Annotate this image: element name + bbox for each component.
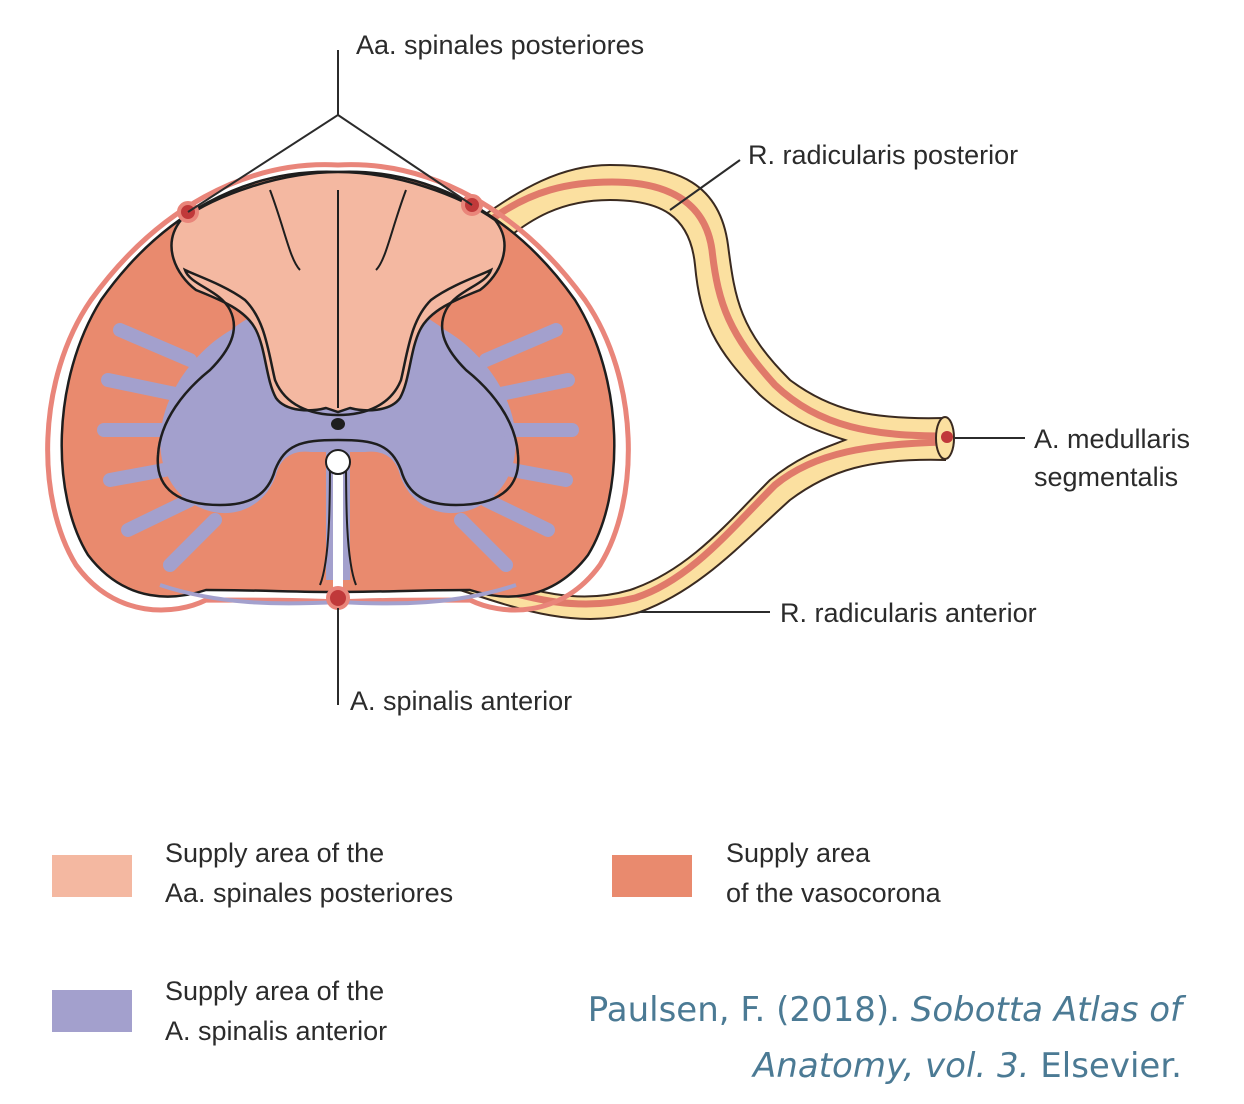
legend-vasocorona-line2: of the vasocorona (726, 878, 941, 908)
label-posterior-spinal-arteries: Aa. spinales posteriores (356, 30, 645, 60)
radial-spokes (97, 323, 579, 572)
posterior-septa (269, 189, 407, 408)
leader-lines (187, 50, 1025, 705)
label-radicular-posterior: R. radicularis posterior (748, 140, 1019, 170)
label-medullaris-line2: segmentalis (1034, 462, 1179, 492)
legend-posterior-line2: Aa. spinales posteriores (165, 878, 454, 908)
legend-swatch-anterior (52, 990, 132, 1032)
label-medullaris-line1: A. medullaris (1034, 424, 1191, 454)
anterior-artery (326, 586, 350, 610)
central-canal (331, 418, 345, 430)
legend-swatch-posterior (52, 855, 132, 897)
grey-matter-outline (156, 267, 520, 507)
legend-posterior-line1: Supply area of the (165, 838, 385, 868)
radicular-posterior-vessel (485, 178, 946, 440)
label-anterior-spinal-artery: A. spinalis anterior (350, 686, 573, 716)
legend-swatch-vasocorona (612, 855, 692, 897)
fissure-top (325, 449, 351, 475)
citation: Paulsen, F. (2018). Sobotta Atlas of Ana… (482, 982, 1182, 1094)
legend-vasocorona-line1: Supply area (726, 838, 871, 868)
legend-anterior-line2: A. spinalis anterior (165, 1016, 388, 1046)
legend-anterior-line1: Supply area of the (165, 976, 385, 1006)
citation-title: Sobotta Atlas of Anatomy, vol. 3. (753, 990, 1182, 1086)
label-radicular-anterior: R. radicularis anterior (780, 598, 1037, 628)
citation-author: Paulsen, F. (2018). (587, 990, 911, 1030)
medullaris-vessel-dot (941, 431, 953, 443)
citation-publisher: Elsevier. (1029, 1046, 1182, 1086)
spinal-cord (45, 162, 631, 613)
